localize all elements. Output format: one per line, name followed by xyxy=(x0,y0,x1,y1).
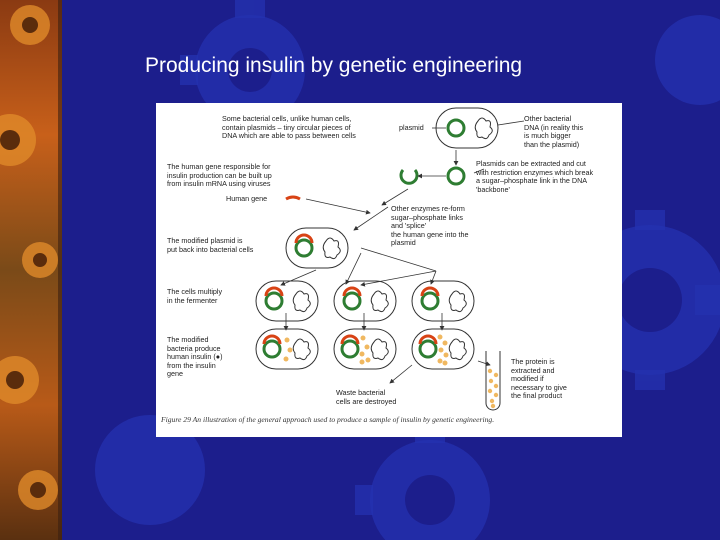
insulin-diagram: Some bacterial cells, unlike human cells… xyxy=(156,103,622,437)
label-human-gene-source: The human gene responsible for insulin p… xyxy=(167,162,272,189)
figure-caption: Figure 29 An illustration of the general… xyxy=(161,415,495,424)
label-put-back: The modified plasmid is put back into ba… xyxy=(167,236,254,254)
label-protein: The protein is extracted and modified if… xyxy=(511,357,567,401)
human-gene-fragment xyxy=(285,195,301,201)
bacterium-multiplied xyxy=(255,280,319,322)
bacterium-modified xyxy=(285,227,349,269)
test-tube xyxy=(485,351,501,411)
bacterium-producing-insulin xyxy=(255,328,319,370)
bacterium-producing-insulin xyxy=(411,328,475,370)
label-plasmid: plasmid xyxy=(399,123,424,132)
cut-plasmid xyxy=(399,169,419,185)
label-bacteria-intro: Some bacterial cells, unlike human cells… xyxy=(222,114,356,141)
label-splice: Other enzymes re-form sugar–phosphate li… xyxy=(391,204,469,248)
decorative-gear-strip xyxy=(0,0,62,540)
label-produce: The modified bacteria produce human insu… xyxy=(167,335,223,379)
bacterium-multiplied xyxy=(411,280,475,322)
label-other-dna: Other bacterial DNA (in reality this is … xyxy=(524,114,584,149)
bacterium-producing-insulin xyxy=(333,328,397,370)
bacterium-multiplied xyxy=(333,280,397,322)
label-human-gene: Human gene xyxy=(226,194,268,203)
diagram-graphics xyxy=(255,107,525,411)
label-waste: Waste bacterial cells are destroyed xyxy=(336,388,397,406)
label-restriction: Plasmids can be extracted and cut with r… xyxy=(476,159,594,194)
slide-title: Producing insulin by genetic engineering xyxy=(145,54,523,77)
label-multiply: The cells multiply in the fermenter xyxy=(167,287,223,305)
